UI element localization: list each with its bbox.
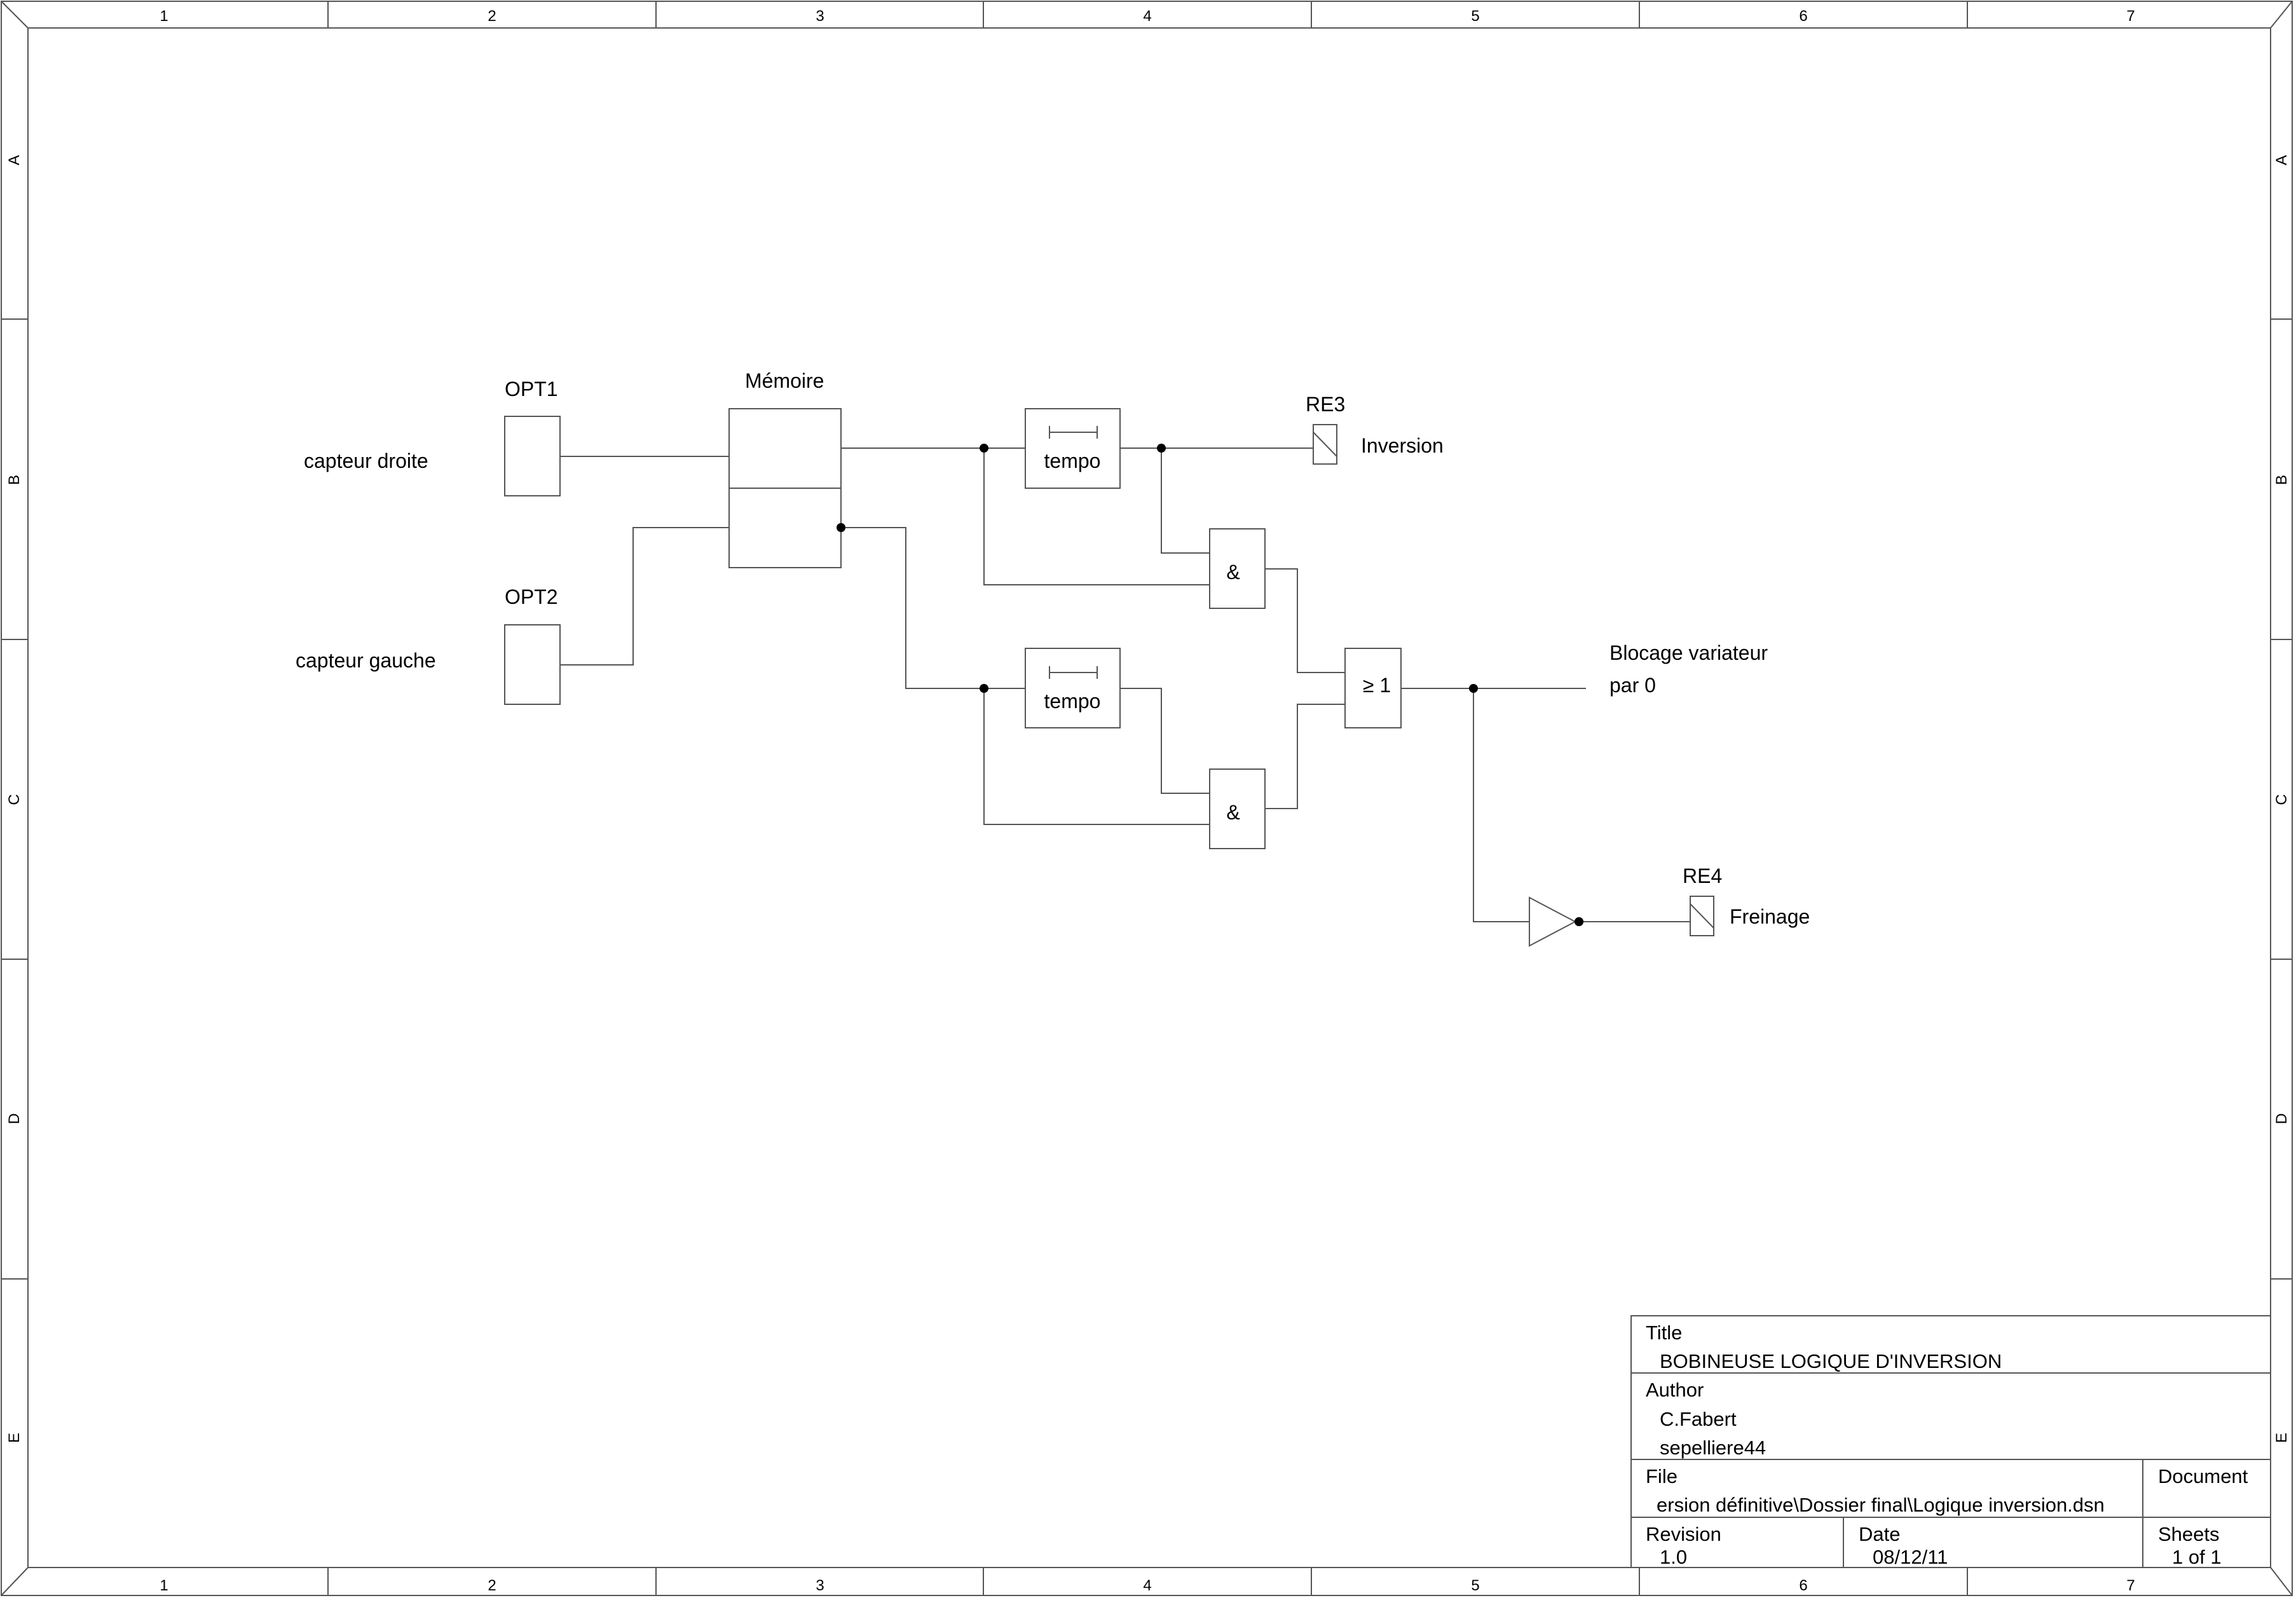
re4-label: RE4 bbox=[1683, 864, 1722, 887]
row-label-left: A bbox=[6, 155, 23, 165]
column-labels: 1 2 3 4 5 6 7 1 2 3 4 5 6 7 bbox=[160, 8, 2135, 1594]
row-label-right: C bbox=[2273, 794, 2290, 805]
column-label-top: 1 bbox=[160, 8, 168, 25]
revision-label: Revision bbox=[1646, 1523, 1721, 1545]
author-label: Author bbox=[1646, 1379, 1704, 1401]
row-label-right: E bbox=[2273, 1433, 2290, 1443]
column-label-bottom: 6 bbox=[1799, 1577, 1807, 1594]
column-label-top: 4 bbox=[1143, 8, 1151, 25]
row-label-right: B bbox=[2273, 475, 2290, 485]
junction-dot bbox=[837, 523, 845, 532]
date-label: Date bbox=[1859, 1523, 1900, 1545]
tempo-block-top[interactable]: tempo bbox=[1025, 408, 1121, 489]
file-label: File bbox=[1646, 1465, 1678, 1487]
column-label-bottom: 4 bbox=[1143, 1577, 1151, 1594]
junction-dot bbox=[980, 444, 988, 453]
sheets-value: 1 of 1 bbox=[2172, 1546, 2222, 1568]
column-label-bottom: 7 bbox=[2126, 1577, 2135, 1594]
and-gate-top-symbol: & bbox=[1226, 561, 1240, 584]
row-label-left: C bbox=[6, 794, 23, 805]
author-org: sepelliere44 bbox=[1660, 1437, 1766, 1459]
sensor-opt2[interactable] bbox=[504, 624, 561, 705]
revision-value: 1.0 bbox=[1660, 1546, 1687, 1568]
inversion-label: Inversion bbox=[1361, 434, 1444, 457]
row-dividers bbox=[1, 318, 2292, 1280]
date-value: 08/12/11 bbox=[1873, 1546, 1948, 1568]
relay-re4[interactable] bbox=[1690, 896, 1714, 936]
author-name: C.Fabert bbox=[1660, 1408, 1737, 1430]
column-label-top: 5 bbox=[1471, 8, 1479, 25]
junctions bbox=[837, 444, 1583, 926]
file-path: ersion définitive\Dossier final\Logique … bbox=[1657, 1494, 2105, 1516]
freinage-label: Freinage bbox=[1730, 905, 1810, 928]
inverter-output-dot bbox=[1575, 917, 1583, 926]
wire-junction-and-top bbox=[983, 448, 1210, 585]
diagram-labels: capteur droite capteur gauche OPT1 OPT2 … bbox=[296, 369, 1810, 928]
wire-memoire-tempo-bottom bbox=[841, 527, 1025, 689]
sensor-opt1[interactable] bbox=[504, 416, 561, 496]
row-label-left: D bbox=[6, 1113, 23, 1124]
blocage-label-line1: Blocage variateur bbox=[1609, 641, 1768, 664]
title-label: Title bbox=[1646, 1322, 1682, 1344]
wire-or-inverter bbox=[1473, 688, 1529, 922]
capteur-gauche-label: capteur gauche bbox=[296, 649, 436, 672]
row-label-left: B bbox=[6, 475, 23, 485]
junction-dot bbox=[980, 684, 988, 693]
document-label: Document bbox=[2158, 1465, 2248, 1487]
blocage-label-line2: par 0 bbox=[1609, 674, 1656, 697]
junction-dot bbox=[1157, 444, 1166, 453]
and-gate-bottom[interactable]: & bbox=[1209, 768, 1266, 849]
tempo-block-bottom[interactable]: tempo bbox=[1025, 648, 1121, 728]
title-value: BOBINEUSE LOGIQUE D'INVERSION bbox=[1660, 1350, 2002, 1372]
column-label-bottom: 2 bbox=[488, 1577, 496, 1594]
or-gate[interactable]: ≥ 1 bbox=[1344, 648, 1402, 728]
wire-tempo-and-top bbox=[1161, 448, 1210, 554]
column-label-top: 6 bbox=[1799, 8, 1807, 25]
opt2-label: OPT2 bbox=[505, 585, 558, 608]
opt1-label: OPT1 bbox=[505, 378, 558, 400]
wire-tempo-and-bottom bbox=[1120, 688, 1210, 794]
tempo-bottom-label: tempo bbox=[1044, 690, 1101, 713]
file-cell: File ersion définitive\Dossier final\Log… bbox=[1646, 1465, 2105, 1516]
column-dividers bbox=[327, 1, 1968, 1595]
column-label-bottom: 5 bbox=[1471, 1577, 1479, 1594]
capteur-droite-label: capteur droite bbox=[304, 449, 428, 472]
column-label-bottom: 1 bbox=[160, 1577, 168, 1594]
memory-block[interactable] bbox=[728, 408, 842, 568]
wire-junction-and-bottom bbox=[983, 688, 1210, 825]
sheets-label: Sheets bbox=[2158, 1523, 2220, 1545]
and-gate-top[interactable]: & bbox=[1209, 528, 1266, 609]
wire-opt2-memoire bbox=[560, 527, 729, 666]
column-label-bottom: 3 bbox=[816, 1577, 824, 1594]
column-label-top: 7 bbox=[2126, 8, 2135, 25]
row-label-right: D bbox=[2273, 1113, 2290, 1124]
column-label-top: 3 bbox=[816, 8, 824, 25]
or-gate-symbol: ≥ 1 bbox=[1363, 674, 1391, 697]
wire-and-top-or bbox=[1265, 568, 1345, 673]
junction-dot bbox=[1469, 684, 1478, 693]
relay-re3[interactable] bbox=[1313, 424, 1337, 465]
row-label-left: E bbox=[6, 1433, 23, 1443]
and-gate-bottom-symbol: & bbox=[1226, 801, 1240, 824]
row-labels: A B C D E A B C D E bbox=[6, 155, 2290, 1443]
re3-label: RE3 bbox=[1306, 393, 1345, 416]
title-block: Title BOBINEUSE LOGIQUE D'INVERSION Auth… bbox=[1630, 1315, 2271, 1568]
tempo-top-label: tempo bbox=[1044, 449, 1101, 472]
wires bbox=[560, 447, 1690, 922]
row-label-right: A bbox=[2273, 155, 2290, 165]
wire-and-bottom-or bbox=[1265, 704, 1345, 809]
memoire-label: Mémoire bbox=[745, 369, 824, 392]
column-label-top: 2 bbox=[488, 8, 496, 25]
inverter-gate[interactable] bbox=[1529, 896, 1577, 947]
